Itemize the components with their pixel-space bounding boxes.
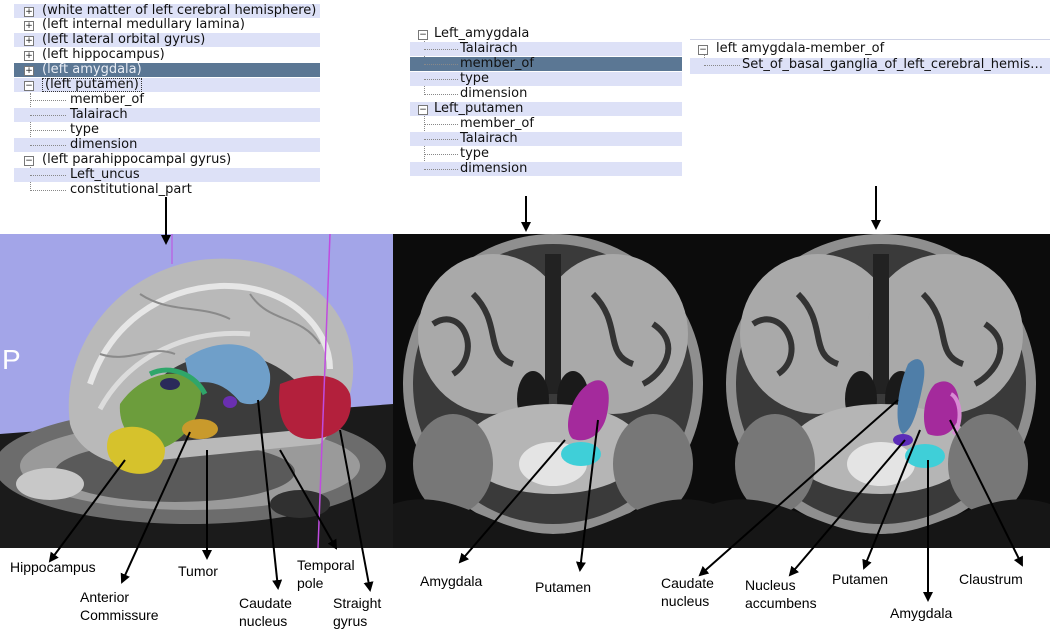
tree-row[interactable]: − left amygdala-member_of [690, 42, 1050, 56]
label-temporal-pole: Temporal pole [297, 557, 355, 591]
label-amygdala: Amygdala [420, 573, 483, 589]
tree-node-label: Left_amygdala [434, 27, 530, 41]
tree-row[interactable]: type [410, 72, 682, 86]
label-putamen: Putamen [535, 579, 592, 595]
tree-node-label: Left_putamen [434, 102, 524, 116]
tree-row[interactable]: + (white matter of left cerebral hemisph… [14, 4, 320, 18]
collapse-toggle-icon[interactable]: − [418, 30, 428, 40]
ontology-tree-2: − Left_amygdala Talairach member_of type… [410, 27, 682, 176]
tree-row[interactable]: member_of [14, 93, 320, 107]
expand-toggle-icon[interactable]: + [24, 36, 34, 46]
tree-row[interactable]: constitutional_part [14, 183, 320, 197]
tree-leaf-label: dimension [460, 87, 528, 101]
tree-leaf-label: member_of [460, 117, 534, 131]
tree-node-label: (left putamen) [42, 78, 142, 92]
tree-row[interactable]: Talairach [410, 132, 682, 146]
label-caudate-nucleus: Caudate nucleus [239, 595, 292, 629]
coronal-mri-panel-1 [393, 234, 713, 548]
tree-row[interactable]: + (left lateral orbital gyrus) [14, 33, 320, 47]
tree-row[interactable]: Talairach [14, 108, 320, 122]
expand-toggle-icon[interactable]: + [24, 7, 34, 17]
tree-leaf-label: Left_uncus [70, 168, 140, 182]
tree-node-label: (left hippocampus) [42, 48, 165, 62]
tree-leaf-label: Talairach [460, 132, 518, 146]
label-caudate-nucleus-2: Caudate nucleus [661, 575, 714, 609]
coronal-mri-panel-2 [713, 234, 1050, 548]
label-claustrum: Claustrum [959, 571, 1023, 587]
tree-row[interactable]: dimension [410, 87, 682, 101]
tree-leaf-label: Set_of_basal_ganglia_of_left_cerebral_he… [742, 58, 1044, 72]
label-hippocampus: Hippocampus [10, 559, 96, 575]
tree-node-label: (white matter of left cerebral hemispher… [42, 4, 317, 18]
orientation-letter: P [2, 344, 21, 375]
tree-leaf-label: type [460, 147, 490, 161]
tree-leaf-label: dimension [70, 138, 138, 152]
tree-row[interactable]: type [410, 147, 682, 161]
tree-row[interactable]: − Left_putamen [410, 102, 682, 116]
tree-row[interactable]: − (left putamen) [14, 78, 320, 92]
expand-toggle-icon[interactable]: + [24, 51, 34, 61]
label-amygdala-2: Amygdala [890, 605, 953, 621]
ontology-tree-1: + (white matter of left cerebral hemisph… [14, 3, 320, 197]
tree-leaf-label: Talairach [460, 42, 518, 56]
tree-leaf-label: type [460, 72, 490, 86]
tree-leaf-label: Talairach [70, 108, 128, 122]
tree-node-label: (left amygdala) [42, 63, 142, 77]
tree-row[interactable]: + (left hippocampus) [14, 48, 320, 62]
collapse-toggle-icon[interactable]: − [418, 105, 428, 115]
tree-row[interactable]: type [14, 123, 320, 137]
tree-node-label: (left parahippocampal gyrus) [42, 153, 232, 167]
tree-leaf-label: constitutional_part [70, 183, 192, 197]
tree-row-selected[interactable]: member_of [410, 57, 682, 71]
tree-row[interactable]: dimension [14, 138, 320, 152]
expand-toggle-icon[interactable]: + [24, 66, 34, 76]
brain-3d-render-panel: P [0, 234, 393, 548]
collapse-toggle-icon[interactable]: − [698, 45, 708, 55]
tree-leaf-label: dimension [460, 162, 528, 176]
label-straight-gyrus: Straight gyrus [333, 595, 382, 629]
tree-leaf-label: member_of [460, 57, 534, 71]
tree-row[interactable]: dimension [410, 162, 682, 176]
tree-node-label: left amygdala-member_of [716, 42, 885, 56]
expand-toggle-icon[interactable]: + [24, 21, 34, 31]
tree-row[interactable]: Set_of_basal_ganglia_of_left_cerebral_he… [690, 58, 1050, 74]
tree-row[interactable]: − Left_amygdala [410, 27, 682, 41]
collapse-toggle-icon[interactable]: − [24, 81, 34, 91]
tree-row[interactable]: member_of [410, 117, 682, 131]
tree-row[interactable]: + (left internal medullary lamina) [14, 18, 320, 32]
label-anterior-commissure: Anterior Commissure [80, 589, 159, 623]
label-tumor: Tumor [178, 563, 218, 579]
tree-row[interactable]: − (left parahippocampal gyrus) [14, 153, 320, 167]
tree-leaf-label: member_of [70, 93, 144, 107]
tree-node-label: (left lateral orbital gyrus) [42, 33, 206, 47]
collapse-toggle-icon[interactable]: − [24, 156, 34, 166]
tree-row[interactable]: Talairach [410, 42, 682, 56]
label-putamen-2: Putamen [832, 571, 889, 587]
tree-node-label: (left internal medullary lamina) [42, 18, 245, 32]
tree-row[interactable]: Left_uncus [14, 168, 320, 182]
tree-leaf-label: type [70, 123, 100, 137]
label-nucleus-accumbens: Nucleus accumbens [745, 577, 817, 611]
ontology-tree-3: − left amygdala-member_of Set_of_basal_g… [690, 39, 1050, 76]
tree-row-selected[interactable]: + (left amygdala) [14, 63, 320, 77]
